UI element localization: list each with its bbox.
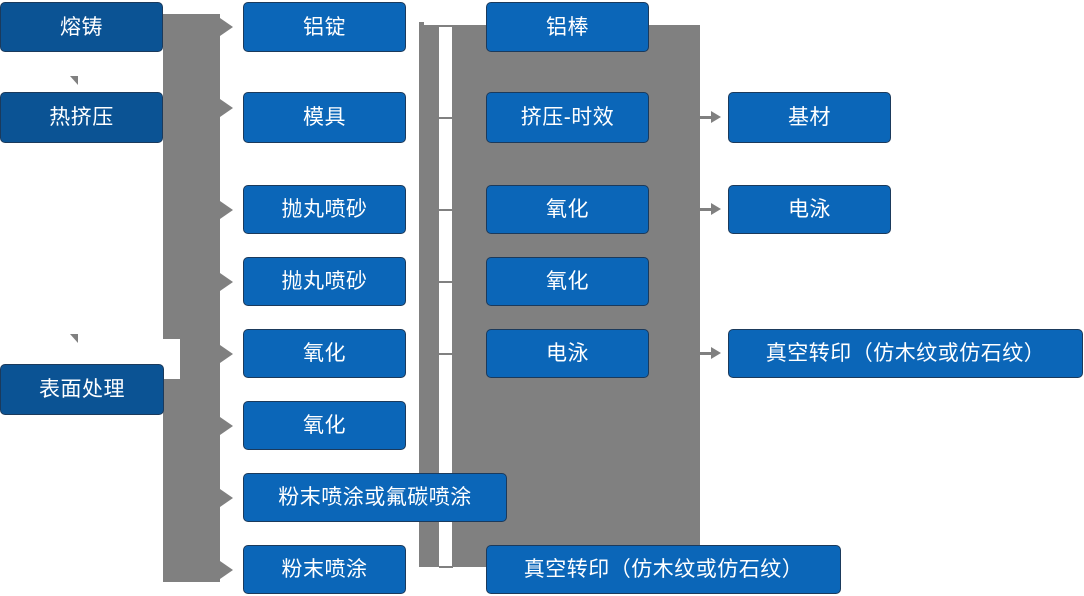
process-box-powder-or-fluorocarbon-coating[interactable]: 粉末喷涂或氟碳喷涂 [243,473,509,525]
arrow-to-oxidation-2 [220,417,233,435]
stage-box-surface-treatment[interactable]: 表面处理 [0,364,166,418]
process-label-extrusion-aging: 挤压-时效 [520,106,615,129]
process-box-oxidation-1[interactable]: 氧化 [243,329,408,381]
connector-mid-stub-5 [439,353,453,355]
process-box-aluminum-ingot[interactable]: 铝锭 [243,2,408,55]
connector-mid-stub-6 [439,566,453,568]
process-label-electrophoresis-mid: 电泳 [546,342,589,365]
connector-mid-stub-2 [439,117,453,119]
arrow-to-vacuum-transfer [711,347,721,359]
arrow-tail-to-base-material [700,116,712,119]
process-label-aluminum-bar: 铝棒 [546,15,589,39]
process-label-powder-or-fluorocarbon-coating: 粉末喷涂或氟碳喷涂 [278,486,472,509]
process-label-shot-blasting-1: 抛丸喷砂 [281,198,368,221]
arrow-to-shot-blasting-2 [220,273,233,291]
arrow-to-base-material [711,111,721,123]
connector-mid-stub-4 [439,281,453,283]
connector-tick-surface-treatment [70,334,78,343]
connector-mid-stub-3 [439,209,453,211]
process-label-aluminum-ingot: 铝锭 [303,15,346,39]
process-box-aluminum-bar[interactable]: 铝棒 [486,2,651,55]
process-label-oxidation-4: 氧化 [546,270,589,293]
connector-left-notch-white [163,339,180,379]
process-box-oxidation-2[interactable]: 氧化 [243,401,408,453]
process-box-vacuum-transfer-mid[interactable]: 真空转印（仿木纹或仿石纹） [486,545,843,596]
process-box-oxidation-4[interactable]: 氧化 [486,257,651,309]
process-box-shot-blasting-2[interactable]: 抛丸喷砂 [243,257,408,309]
connector-stub-surface-treatment [164,389,186,391]
output-box-base-material[interactable]: 基材 [728,92,893,146]
process-box-powder-coating[interactable]: 粉末喷涂 [243,545,408,596]
process-label-oxidation-2: 氧化 [303,414,346,437]
output-box-vacuum-transfer[interactable]: 真空转印（仿木纹或仿石纹） [728,329,1084,381]
output-label-vacuum-transfer: 真空转印（仿木纹或仿石纹） [765,342,1046,365]
stage-box-hot-extrusion[interactable]: 热挤压 [0,92,165,146]
connector-left-trunk [163,14,220,582]
arrow-to-aluminum-ingot [220,18,233,36]
stage-label-hot-extrusion: 热挤压 [49,106,114,129]
process-label-mold: 模具 [303,106,346,129]
stage-label-surface-treatment: 表面处理 [39,378,125,401]
process-label-oxidation-3: 氧化 [546,198,589,221]
stage-label-melt-cast: 熔铸 [60,15,103,39]
process-label-shot-blasting-2: 抛丸喷砂 [281,270,368,293]
arrow-to-shot-blasting-1 [220,201,233,219]
arrow-to-mold [220,99,233,117]
connector-mid-bar [419,25,439,567]
output-label-electrophoresis: 电泳 [788,198,831,221]
arrow-tail-to-electrophoresis [700,208,712,211]
process-box-electrophoresis-mid[interactable]: 电泳 [486,329,651,381]
process-label-oxidation-1: 氧化 [303,342,346,365]
connector-mid-bar-topnub [419,22,424,26]
arrow-to-electrophoresis [711,203,721,215]
arrow-tail-to-vacuum-transfer [700,352,712,355]
output-box-electrophoresis[interactable]: 电泳 [728,185,893,237]
output-label-base-material: 基材 [788,106,831,129]
connector-tick-hot-extrusion [70,76,78,85]
process-label-powder-coating: 粉末喷涂 [281,558,368,581]
process-box-shot-blasting-1[interactable]: 抛丸喷砂 [243,185,408,237]
process-label-vacuum-transfer-mid: 真空转印（仿木纹或仿石纹） [523,558,804,581]
arrow-to-powder-or-fluorocarbon [220,489,233,507]
arrow-to-powder-coating [220,561,233,579]
arrow-to-oxidation-1 [220,345,233,363]
stage-box-melt-cast[interactable]: 熔铸 [0,2,165,55]
process-box-mold[interactable]: 模具 [243,92,408,146]
process-box-extrusion-aging[interactable]: 挤压-时效 [486,92,651,146]
process-box-oxidation-3[interactable]: 氧化 [486,185,651,237]
connector-mid-stub-1 [439,25,453,27]
